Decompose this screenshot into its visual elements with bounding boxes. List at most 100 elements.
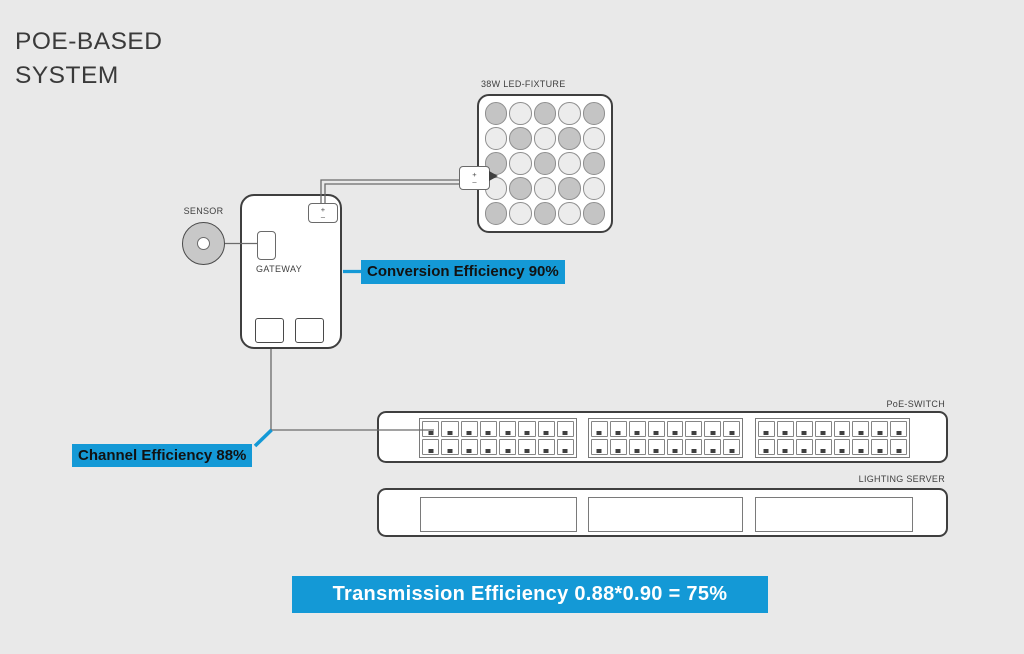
sensor-label: SENSOR	[183, 206, 224, 216]
led-2-4	[582, 152, 606, 175]
ethernet-port	[460, 439, 478, 455]
ethernet-port	[776, 439, 794, 455]
led-1-0	[484, 127, 508, 150]
ethernet-port	[758, 421, 775, 437]
led-3-4	[582, 177, 606, 200]
ethernet-port	[852, 421, 870, 437]
ethernet-port	[609, 421, 627, 437]
ethernet-port	[871, 439, 889, 455]
led-4-4	[582, 202, 606, 225]
ethernet-port	[814, 421, 832, 437]
led-1-2	[533, 127, 557, 150]
ethernet-port	[441, 439, 459, 455]
gateway-slot-1	[255, 318, 284, 343]
led-2-2	[533, 152, 557, 175]
ethernet-port	[852, 439, 870, 455]
server-bay	[420, 497, 577, 532]
ethernet-port	[628, 439, 646, 455]
wire-power-line-outer	[320, 179, 460, 203]
ethernet-port	[723, 439, 740, 455]
ethernet-port	[537, 421, 555, 437]
ethernet-port	[685, 439, 703, 455]
minus-symbol: –	[320, 212, 326, 221]
ethernet-port	[460, 421, 478, 437]
led-2-3	[558, 152, 581, 175]
sensor	[182, 222, 225, 265]
ethernet-port	[479, 439, 497, 455]
ethernet-port	[499, 421, 517, 437]
ethernet-port	[666, 421, 684, 437]
plus-symbol: +	[320, 205, 326, 214]
gateway-power-connector: + –	[308, 203, 338, 223]
ethernet-port	[871, 421, 889, 437]
led-4-0	[484, 202, 508, 225]
ethernet-port	[499, 439, 517, 455]
port-group	[419, 418, 577, 458]
minus-symbol: –	[472, 177, 477, 186]
ethernet-port	[704, 421, 722, 437]
ethernet-port	[628, 421, 646, 437]
ethernet-port	[518, 439, 536, 455]
led-grid	[479, 96, 611, 231]
connector-arrow-icon	[489, 171, 498, 181]
ethernet-port	[647, 439, 665, 455]
ethernet-port	[814, 439, 832, 455]
led-2-1	[509, 152, 532, 175]
led-4-1	[509, 202, 532, 225]
ethernet-port	[776, 421, 794, 437]
led-0-1	[509, 102, 532, 125]
ethernet-port	[833, 421, 851, 437]
wire-power-line-inner	[324, 183, 460, 203]
transmission-efficiency-banner: Transmission Efficiency 0.88*0.90 = 75%	[292, 576, 768, 613]
ethernet-port	[795, 421, 813, 437]
gateway-label: GATEWAY	[256, 264, 303, 274]
led-0-3	[558, 102, 581, 125]
gateway-sensor-port	[257, 231, 276, 260]
led-3-2	[533, 177, 557, 200]
poe-switch-label: PoE-SWITCH	[886, 399, 945, 409]
led-3-3	[558, 177, 581, 200]
gateway: GATEWAY	[240, 194, 342, 349]
ethernet-port	[666, 439, 684, 455]
ethernet-port	[609, 439, 627, 455]
server-bay	[755, 497, 913, 532]
led-0-4	[582, 102, 606, 125]
led-1-3	[558, 127, 581, 150]
led-0-2	[533, 102, 557, 125]
led-4-3	[558, 202, 581, 225]
ethernet-port	[890, 439, 907, 455]
ethernet-port	[556, 439, 574, 455]
ethernet-port	[556, 421, 574, 437]
ethernet-port	[704, 439, 722, 455]
ethernet-port	[795, 439, 813, 455]
ethernet-port	[591, 439, 608, 455]
led-1-1	[509, 127, 532, 150]
led-fixture	[477, 94, 613, 233]
led-fixture-label: 38W LED-FIXTURE	[481, 79, 566, 89]
server-bay	[588, 497, 743, 532]
port-group	[755, 418, 910, 458]
page-title-line1: POE-BASED	[15, 28, 163, 55]
ethernet-port	[441, 421, 459, 437]
lighting-server-label: LIGHTING SERVER	[858, 474, 945, 484]
ethernet-port	[758, 439, 775, 455]
ethernet-port	[647, 421, 665, 437]
led-4-2	[533, 202, 557, 225]
ethernet-port	[833, 439, 851, 455]
conversion-efficiency-badge: Conversion Efficiency 90%	[361, 260, 565, 284]
lighting-server	[377, 488, 948, 537]
ethernet-port	[591, 421, 608, 437]
ethernet-port	[723, 421, 740, 437]
plus-symbol: +	[472, 170, 477, 179]
ethernet-port	[537, 439, 555, 455]
gateway-slot-2	[295, 318, 324, 343]
ethernet-port	[479, 421, 497, 437]
sensor-core	[197, 237, 210, 250]
page-title: POE-BASED SYSTEM	[15, 25, 162, 93]
ethernet-port	[518, 421, 536, 437]
poe-switch	[377, 411, 948, 463]
page-title-line2: SYSTEM	[15, 62, 119, 89]
ethernet-port	[422, 421, 440, 437]
port-group	[588, 418, 743, 458]
